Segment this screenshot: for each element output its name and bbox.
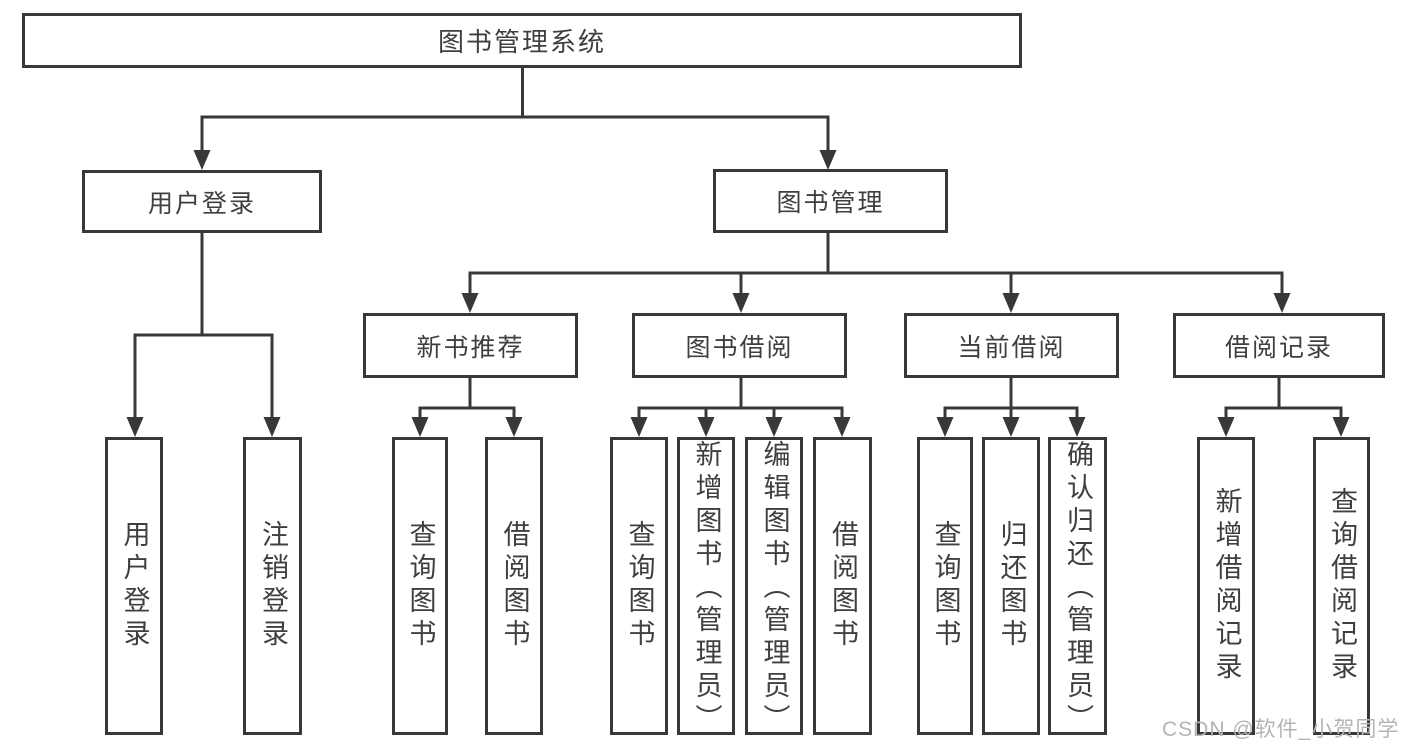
node-label: 新增图书（管理员） — [691, 440, 722, 737]
node-leaf-query-borrow-record: 查询借阅记录 — [1313, 437, 1370, 735]
connector-userlogin-to-leaves — [133, 233, 274, 419]
connector-borrowrecord-to-leaves — [1224, 378, 1343, 419]
arrowhead-icon — [411, 417, 429, 437]
node-label: 当前借阅 — [957, 333, 1066, 362]
arrowhead-icon — [505, 417, 523, 437]
node-label: 图书管理 — [776, 189, 885, 217]
node-leaf-add-borrow-record: 新增借阅记录 — [1197, 437, 1255, 735]
arrowhead-icon — [732, 293, 750, 313]
connector-currentborrow-to-leaves — [943, 378, 1079, 419]
node-current-borrow: 当前借阅 — [904, 313, 1119, 378]
node-root-label: 图书管理系统 — [437, 27, 606, 57]
node-leaf-query-books-current: 查询图书 — [917, 437, 973, 735]
node-user-login: 用户登录 — [82, 170, 322, 233]
arrowhead-icon — [126, 417, 144, 437]
node-borrow-record: 借阅记录 — [1173, 313, 1385, 378]
node-label: 查询图书 — [624, 520, 655, 652]
node-label: 图书借阅 — [685, 333, 794, 362]
node-leaf-return-books: 归还图书 — [982, 437, 1040, 735]
arrowhead-icon — [819, 150, 837, 170]
node-label: 确认归还（管理员） — [1063, 440, 1093, 737]
node-leaf-query-books-recommend: 查询图书 — [392, 437, 448, 735]
node-label: 借阅记录 — [1224, 333, 1333, 362]
node-book-management: 图书管理 — [713, 169, 948, 233]
connector-bookmgmt-to-level3 — [468, 233, 1284, 295]
node-label: 借阅图书 — [828, 520, 858, 652]
arrowhead-icon — [193, 150, 211, 170]
node-leaf-edit-books-admin: 编辑图书（管理员） — [745, 437, 803, 737]
node-label: 查询图书 — [405, 520, 436, 652]
arrowhead-icon — [1217, 417, 1235, 437]
node-label: 借阅图书 — [499, 520, 530, 652]
arrowhead-icon — [1002, 417, 1020, 437]
node-leaf-logout: 注销登录 — [243, 437, 302, 735]
arrowhead-icon — [461, 293, 479, 313]
node-leaf-add-books-admin: 新增图书（管理员） — [677, 437, 735, 737]
arrowhead-icon — [1332, 417, 1350, 437]
node-label: 查询图书 — [930, 520, 961, 652]
node-label: 新书推荐 — [416, 333, 525, 362]
connector-root-to-level2 — [200, 68, 830, 152]
connector-newbook-to-leaves — [418, 378, 516, 419]
node-label: 新增借阅记录 — [1211, 487, 1242, 685]
arrowhead-icon — [1068, 417, 1086, 437]
arrowhead-icon — [1273, 293, 1291, 313]
watermark-text: CSDN @软件_小贺同学 — [1162, 718, 1400, 741]
node-leaf-query-books-borrow: 查询图书 — [610, 437, 668, 735]
arrowhead-icon — [263, 417, 281, 437]
node-new-book-recommend: 新书推荐 — [363, 313, 578, 378]
node-leaf-borrow-books-recommend: 借阅图书 — [485, 437, 543, 735]
node-label: 注销登录 — [258, 520, 288, 652]
node-label: 编辑图书（管理员） — [759, 440, 790, 737]
node-leaf-user-login: 用户登录 — [105, 437, 163, 735]
node-root-system: 图书管理系统 — [22, 13, 1022, 68]
node-label: 归还图书 — [996, 520, 1027, 652]
node-label: 用户登录 — [119, 520, 150, 652]
arrowhead-icon — [765, 417, 783, 437]
connector-bookborrow-to-leaves — [637, 378, 844, 419]
arrowhead-icon — [697, 417, 715, 437]
node-label: 查询借阅记录 — [1327, 487, 1357, 685]
arrowhead-icon — [1002, 293, 1020, 313]
arrowhead-icon — [630, 417, 648, 437]
arrowhead-icon — [936, 417, 954, 437]
node-book-borrow: 图书借阅 — [632, 313, 847, 378]
node-leaf-borrow-books: 借阅图书 — [813, 437, 872, 735]
node-leaf-confirm-return-admin: 确认归还（管理员） — [1048, 437, 1107, 737]
node-label: 用户登录 — [147, 189, 256, 218]
arrowhead-icon — [833, 417, 851, 437]
